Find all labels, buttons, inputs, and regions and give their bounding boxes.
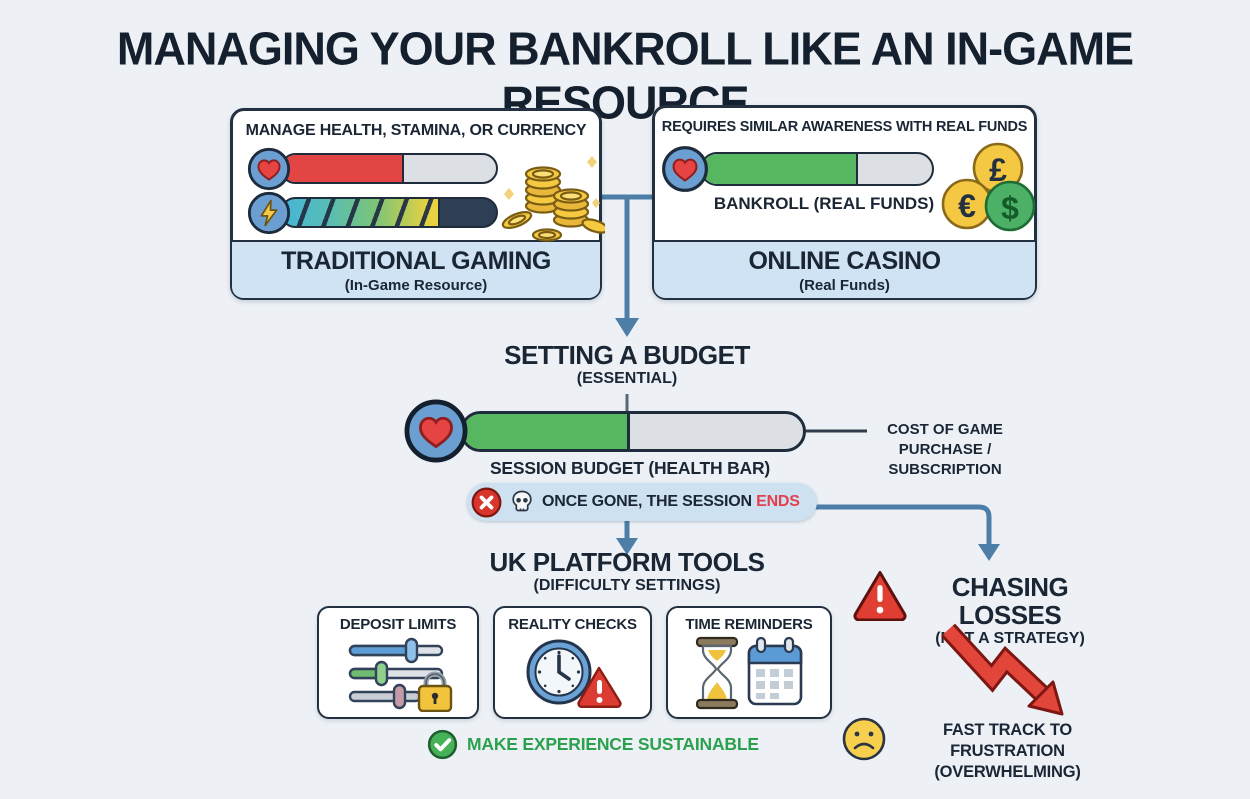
tools-subtitle: (DIFFICULTY SETTINGS): [533, 577, 721, 594]
bankroll-bar-fill: [702, 154, 859, 184]
clock-warning-icon: [526, 639, 622, 709]
currency-coins-icon: £ € $: [941, 142, 1036, 232]
session-budget-label: SESSION BUDGET (HEALTH BAR): [489, 458, 771, 478]
check-circle-icon: [427, 729, 458, 760]
x-circle-icon: [471, 487, 502, 517]
padlock: [417, 671, 453, 713]
hourglass-calendar-icon: [695, 636, 803, 710]
health-bar-fill: [282, 155, 404, 182]
downward-zigzag-arrow-icon: [940, 623, 1064, 716]
budget-subtitle: (ESSENTIAL): [576, 370, 678, 387]
frustration-text: FAST TRACK TO FRUSTRATION (OVERWHELMING): [885, 720, 1130, 783]
online-name: ONLINE CASINO: [748, 247, 941, 275]
session-budget-bar: [460, 411, 806, 452]
warning-triangle-small: [576, 666, 622, 709]
online-heading: REQUIRES SIMILAR AWARENESS WITH REAL FUN…: [661, 119, 1028, 135]
online-subtitle: (Real Funds): [799, 277, 890, 294]
time-reminders-label: TIME REMINDERS: [685, 616, 813, 633]
session-ends-text: ONCE GONE, THE SESSION ENDS: [542, 493, 800, 511]
down-arrowhead-2: [616, 538, 638, 555]
coins-stack-icon: [501, 156, 605, 242]
heart-icon: [247, 147, 291, 191]
sustainable-row: MAKE EXPERIENCE SUSTAINABLE: [427, 729, 759, 760]
deposit-limits-box: DEPOSIT LIMITS: [317, 606, 479, 719]
frustration-line2: (OVERWHELMING): [934, 763, 1081, 781]
traditional-heading: MANAGE HEALTH, STAMINA, OR CURRENCY: [245, 122, 587, 139]
deposit-limits-label: DEPOSIT LIMITS: [339, 616, 457, 633]
bankroll-bar: [700, 152, 934, 186]
chasing-title: CHASING LOSSES: [951, 572, 1069, 630]
calendar: [747, 636, 803, 706]
skull-icon: [512, 490, 532, 512]
warning-triangle-icon: [853, 571, 907, 621]
session-budget-fill: [463, 414, 630, 449]
chasing-losses-heading: CHASING LOSSES (NOT A STRATEGY): [900, 573, 1120, 648]
euro-coin: €: [941, 178, 993, 230]
online-strip: ONLINE CASINO (Real Funds): [654, 240, 1035, 298]
setting-budget-heading: SETTING A BUDGET (ESSENTIAL): [430, 341, 824, 388]
chasing-subtitle: (NOT A STRATEGY): [935, 630, 1085, 647]
svg-text:£: £: [989, 152, 1007, 188]
svg-text:€: €: [958, 188, 976, 224]
bankroll-bar-label: BANKROLL (REAL FUNDS): [713, 194, 935, 213]
down-arrowhead-3: [978, 544, 1000, 561]
sustainable-text: MAKE EXPERIENCE SUSTAINABLE: [467, 734, 759, 754]
uk-tools-heading: UK PLATFORM TOOLS (DIFFICULTY SETTINGS): [430, 548, 824, 595]
merge-down-arrow: [599, 194, 655, 323]
warning-text: ONCE GONE, THE SESSION: [542, 493, 752, 510]
heart-icon: [662, 146, 708, 192]
cost-callout: COST OF GAME PURCHASE / SUBSCRIPTION: [840, 420, 1050, 480]
down-arrowhead-1: [615, 318, 639, 337]
reality-checks-box: REALITY CHECKS: [493, 606, 652, 719]
cost-line2: PURCHASE / SUBSCRIPTION: [888, 441, 1002, 478]
frustration-line1: FAST TRACK TO FRUSTRATION: [942, 721, 1073, 760]
tools-title: UK PLATFORM TOOLS: [489, 547, 765, 577]
coin-tilted-right: [581, 218, 605, 234]
page-title: MANAGING YOUR BANKROLL LIKE AN IN-GAME R…: [116, 21, 1134, 130]
coin-stack-left: [524, 166, 562, 214]
session-ends-pill: ONCE GONE, THE SESSION ENDS: [467, 483, 817, 521]
dollar-coin: $: [984, 180, 1036, 232]
stamina-bar-fill: [282, 199, 441, 226]
traditional-name: TRADITIONAL GAMING: [281, 247, 551, 275]
svg-text:$: $: [1001, 190, 1019, 226]
sad-face-icon: [842, 717, 886, 761]
heart-icon: [404, 399, 468, 463]
reality-checks-label: REALITY CHECKS: [508, 616, 637, 633]
sliders-lock-icon: [348, 637, 453, 713]
sparkles: [504, 156, 600, 208]
budget-title: SETTING A BUDGET: [504, 340, 750, 370]
warning-highlight: ENDS: [756, 493, 800, 510]
traditional-strip: TRADITIONAL GAMING (In-Game Resource): [232, 240, 600, 298]
time-reminders-box: TIME REMINDERS: [666, 606, 832, 719]
health-bar: [280, 153, 498, 184]
lightning-icon: [247, 191, 291, 235]
hourglass: [695, 636, 739, 710]
traditional-subtitle: (In-Game Resource): [344, 277, 488, 294]
stamina-bar: [280, 197, 498, 228]
cost-line1: COST OF GAME: [887, 421, 1003, 438]
chasing-branch-line: [778, 504, 992, 546]
